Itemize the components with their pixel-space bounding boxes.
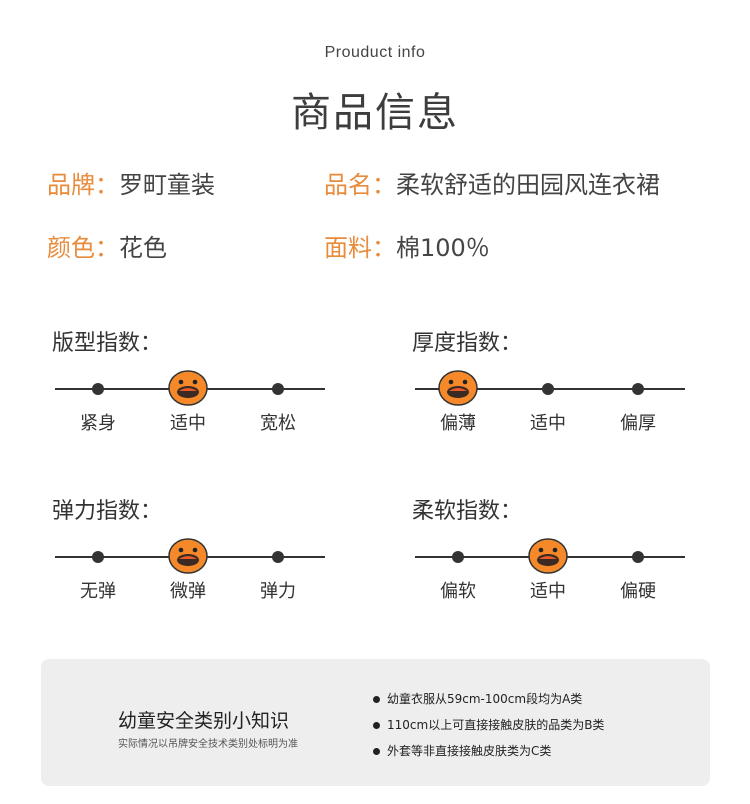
info-fabric: 面料：棉100％ (324, 228, 490, 263)
info-key: 面料： (324, 234, 396, 262)
tips-subtitle: 实际情况以吊牌安全技术类别处标明为准 (118, 739, 298, 750)
scale-option: 适中 (530, 581, 566, 602)
tips-item: 幼童衣服从59cm-100cm段均为A类 (373, 691, 604, 717)
scale-dot (272, 383, 284, 395)
scale-option: 适中 (530, 413, 566, 434)
info-color: 颜色：花色 (47, 228, 167, 263)
tips-title: 幼童安全类别小知识 (118, 710, 290, 732)
tips-list: 幼童衣服从59cm-100cm段均为A类 110cm以上可直接接触皮肤的品类为B… (373, 691, 604, 769)
scale-dot (632, 383, 644, 395)
scale-option: 偏硬 (620, 581, 656, 602)
scale-option: 无弹 (80, 581, 116, 602)
scale-dot (272, 551, 284, 563)
scale-option: 偏软 (440, 581, 476, 602)
scale-option: 宽松 (260, 413, 296, 434)
scale-dot (632, 551, 644, 563)
subtitle: Prouduct info (324, 44, 426, 61)
scale-dot (92, 551, 104, 563)
scale-option: 弹力 (260, 581, 296, 602)
scale-thickness: 厚度指数： 偏薄 适中 偏厚 (410, 325, 700, 445)
info-value: 花色 (119, 234, 167, 262)
tips-item: 外套等非直接接触皮肤类为C类 (373, 743, 604, 769)
scale-dot (452, 551, 464, 563)
info-key: 品名： (324, 171, 396, 199)
scale-label: 版型指数： (52, 331, 163, 356)
info-brand: 品牌：罗町童装 (47, 165, 215, 200)
scale-dot (542, 383, 554, 395)
info-product-name: 品名：柔软舒适的田园风连衣裙 (324, 165, 660, 200)
info-value: 棉100％ (396, 234, 490, 262)
page-title: 商品信息 (291, 90, 459, 136)
scale-label: 柔软指数： (412, 499, 523, 524)
scale-dot (92, 383, 104, 395)
duck-icon (527, 536, 569, 574)
scale-label: 厚度指数： (412, 331, 523, 356)
duck-icon (167, 368, 209, 406)
info-key: 品牌： (47, 171, 119, 199)
scale-option: 偏厚 (620, 413, 656, 434)
scale-option: 微弹 (170, 581, 206, 602)
duck-icon (437, 368, 479, 406)
info-value: 柔软舒适的田园风连衣裙 (396, 171, 660, 199)
info-key: 颜色： (47, 234, 119, 262)
scale-elasticity: 弹力指数： 无弹 微弹 弹力 (50, 493, 340, 613)
tips-item: 110cm以上可直接接触皮肤的品类为B类 (373, 717, 604, 743)
scale-option: 偏薄 (440, 413, 476, 434)
safety-tips-panel: 幼童安全类别小知识 实际情况以吊牌安全技术类别处标明为准 幼童衣服从59cm-1… (41, 659, 710, 786)
scale-label: 弹力指数： (52, 499, 163, 524)
scale-option: 紧身 (80, 413, 116, 434)
scale-softness: 柔软指数： 偏软 适中 偏硬 (410, 493, 700, 613)
scale-option: 适中 (170, 413, 206, 434)
scale-fit: 版型指数： 紧身 适中 宽松 (50, 325, 340, 445)
duck-icon (167, 536, 209, 574)
info-value: 罗町童装 (119, 171, 215, 199)
